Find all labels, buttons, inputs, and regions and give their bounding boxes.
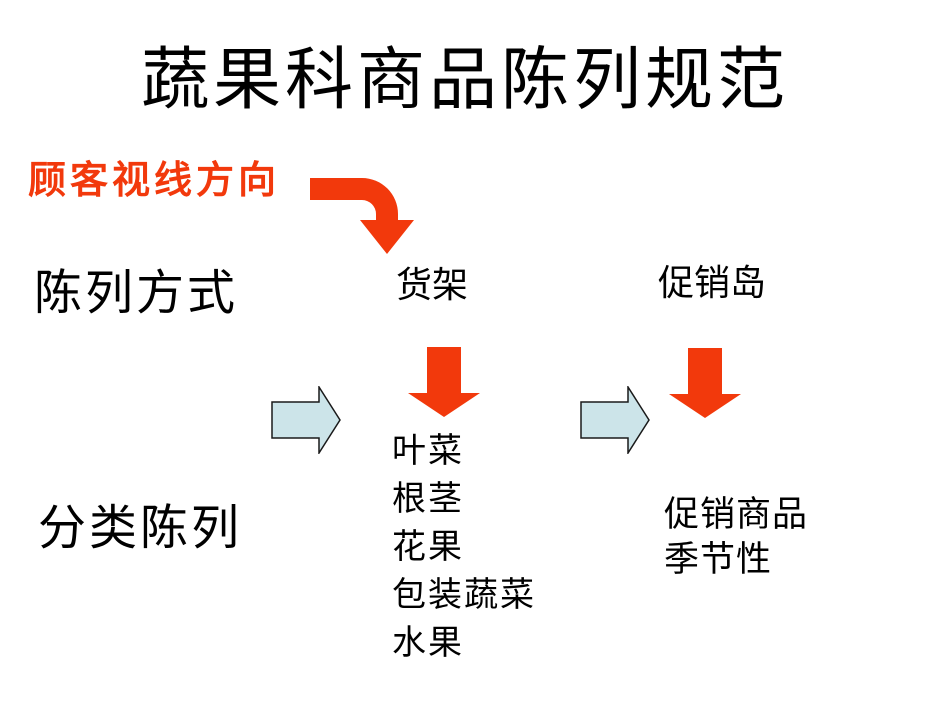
down-arrow-icon (669, 348, 741, 418)
list-item: 花果 (392, 529, 464, 566)
shelf-category-list: 叶菜根茎花果包装蔬菜水果 (392, 428, 536, 668)
promo-island-category-list: 促销商品季节性 (664, 492, 808, 582)
category-display-label: 分类陈列 (38, 502, 243, 555)
list-item: 叶菜 (392, 433, 464, 470)
list-item: 季节性 (664, 540, 773, 579)
list-item: 水果 (392, 625, 464, 662)
slide-title: 蔬果科商品陈列规范 (140, 42, 789, 118)
display-method-label: 陈列方式 (34, 267, 239, 320)
list-item: 包装蔬菜 (392, 577, 536, 614)
list-item: 根茎 (392, 481, 464, 518)
customer-gaze-direction-label: 顾客视线方向 (28, 160, 281, 202)
right-arrow-icon (580, 386, 650, 454)
list-item: 促销商品 (664, 495, 809, 534)
right-arrow-icon (271, 386, 341, 454)
promo-island-column-header: 促销岛 (658, 263, 767, 303)
down-arrow-icon (408, 347, 480, 417)
elbow-down-arrow-icon (310, 178, 414, 254)
shelf-column-header: 货架 (396, 265, 469, 305)
